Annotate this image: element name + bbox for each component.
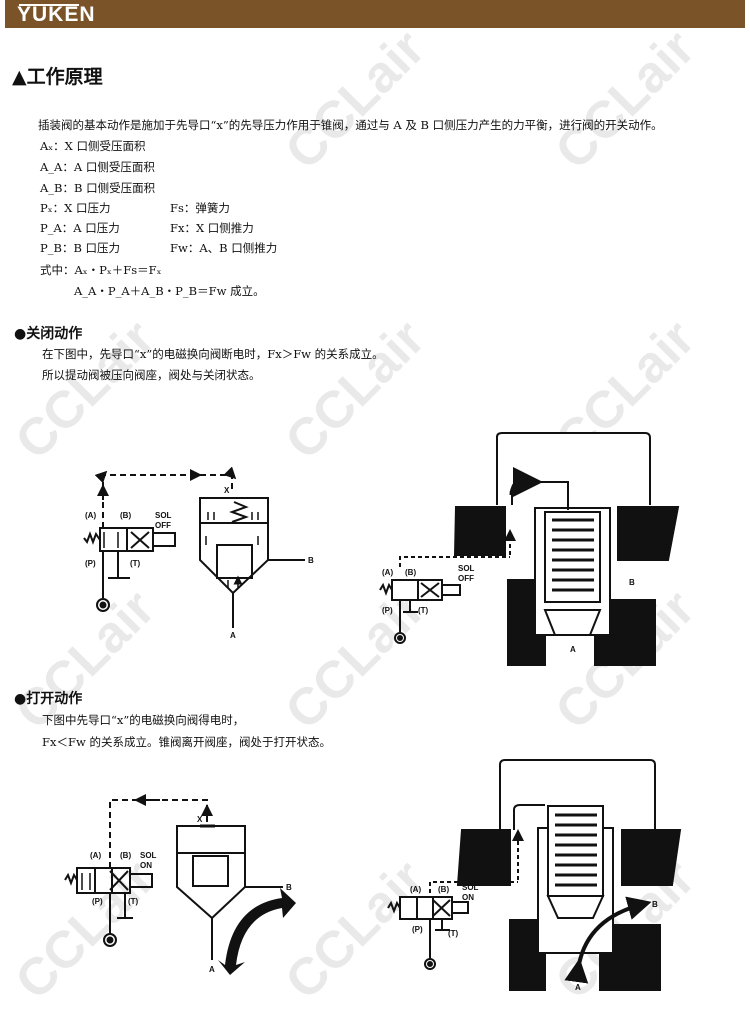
label-b: B <box>652 900 658 909</box>
definition-right: Fx：X 口侧推力 <box>170 221 254 235</box>
definition-left: P_A：A 口压力 <box>40 221 120 235</box>
closing-line: 所以提动阀被压向阀座，阀处与关闭状态。 <box>42 368 261 382</box>
label-b: B <box>629 578 635 587</box>
label-sol-state: OFF <box>458 574 474 583</box>
pilot-valve-body <box>76 867 131 894</box>
spring-icon <box>229 501 249 523</box>
label-p-port: (P) <box>85 559 96 568</box>
opening-cross-section <box>387 759 682 991</box>
opening-heading: ●打开动作 <box>14 691 83 707</box>
label-a-port: (A) <box>85 511 96 520</box>
pilot-valve-body <box>399 896 453 920</box>
label-sol-state: ON <box>462 893 474 902</box>
spring-icon <box>387 900 401 914</box>
flow-arrow-icon <box>564 896 652 984</box>
intro-text: 插装阀的基本动作是施加于先导口“x”的先导压力作用于锥阀，通过与 A 及 B 口… <box>38 118 663 132</box>
flow-arrow-icon <box>218 888 296 975</box>
label-p-port: (P) <box>382 606 393 615</box>
label-sol: SOL <box>140 851 157 860</box>
opening-line: Fx＜Fw 的关系成立。锥阀离开阀座，阀处于打开状态。 <box>42 735 331 749</box>
pilot-dashed-line <box>94 466 237 528</box>
label-t-port: (T) <box>130 559 141 568</box>
label-a: A <box>570 645 576 654</box>
closing-line: 在下图中，先导口“x”的电磁换向阀断电时，Fx＞Fw 的关系成立。 <box>42 347 384 361</box>
solenoid <box>129 873 153 888</box>
label-p-port: (P) <box>92 897 103 906</box>
label-t-port: (T) <box>448 929 459 938</box>
page-title: ▲工作原理 <box>12 66 103 88</box>
definition-right: Fs：弹簧力 <box>170 201 230 215</box>
cartridge-symbol <box>199 497 269 595</box>
definition-left: P_B：B 口压力 <box>40 241 121 255</box>
label-t-port: (T) <box>128 897 139 906</box>
label-sol: SOL <box>462 883 479 892</box>
opening-line: 下图中先导口“x”的电磁换向阀得电时， <box>42 713 245 727</box>
definition-left: A_B：B 口侧受压面积 <box>40 181 156 195</box>
label-b: B <box>308 556 314 565</box>
definition-left: A_A：A 口侧受压面积 <box>40 160 155 174</box>
label-p-port: (P) <box>412 925 423 934</box>
label-a-port: (A) <box>382 568 393 577</box>
logo-overline <box>19 4 79 6</box>
formula-2: A_A・P_A＋A_B・P_B＝Fw 成立。 <box>74 284 265 298</box>
cartridge-symbol <box>176 825 246 920</box>
spring-icon <box>64 872 78 886</box>
label-sol: SOL <box>155 511 172 520</box>
definition-left: Pₓ：X 口压力 <box>40 201 111 215</box>
label-b-port: (B) <box>405 568 416 577</box>
label-sol-state: OFF <box>155 521 171 530</box>
definition-right: Fw：A、B 口侧推力 <box>170 241 278 255</box>
header-bar: YUKEN <box>5 0 745 28</box>
solenoid <box>441 584 461 596</box>
spring-icon <box>552 518 594 592</box>
tank-symbol <box>108 551 130 579</box>
closing-heading: ●关闭动作 <box>14 326 83 342</box>
label-sol-state: ON <box>140 861 152 870</box>
solenoid <box>152 532 176 547</box>
label-a-port: (A) <box>410 885 421 894</box>
spring-icon <box>83 531 101 545</box>
label-t-port: (T) <box>418 606 429 615</box>
label-b-port: (B) <box>120 851 131 860</box>
spring-icon <box>555 813 597 887</box>
label-b-port: (B) <box>120 511 131 520</box>
label-sol: SOL <box>458 564 475 573</box>
label-x: X <box>224 486 230 495</box>
label-b-port: (B) <box>438 885 449 894</box>
yuken-logo: YUKEN <box>17 3 96 26</box>
solenoid <box>451 901 469 914</box>
label-b: B <box>286 883 292 892</box>
label-a-port: (A) <box>90 851 101 860</box>
label-a: A <box>575 983 581 992</box>
label-a: A <box>230 631 236 640</box>
spring-icon <box>379 582 393 596</box>
opening-schematic <box>64 794 283 960</box>
label-x: X <box>197 815 203 824</box>
formula-1: 式中：Aₓ・Pₓ＋Fs＝Fₓ <box>40 263 162 277</box>
closing-cross-section <box>379 432 680 666</box>
label-a: A <box>209 965 215 974</box>
definition-left: Aₓ：X 口侧受压面积 <box>40 139 146 153</box>
closing-schematic <box>83 466 305 628</box>
